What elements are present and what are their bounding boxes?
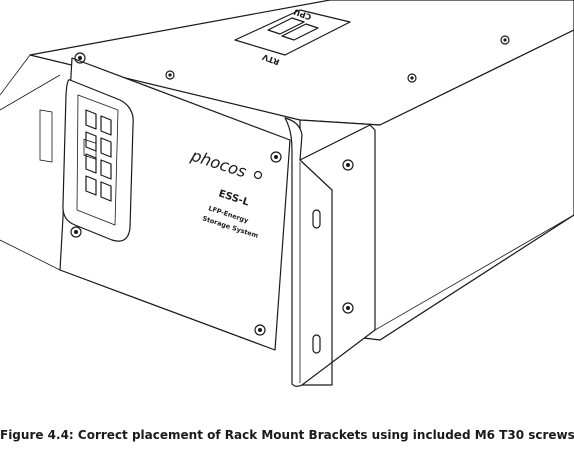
brand-logo-dot [253,170,263,180]
top-surface-screws [165,35,510,83]
front-panel-screws [70,52,282,336]
handle-grill-slots [85,109,112,202]
chassis-top-edge [0,54,31,96]
bracket-slots [312,209,321,354]
rack-mount-diagram: phocos ESS-L LFP-Energy Storage System C… [0,0,574,387]
bracket-screws [342,159,354,314]
figure-caption: Figure 4.4: Correct placement of Rack Mo… [0,428,574,442]
front-panel-left-edge [0,74,61,271]
left-device-edge [39,109,53,163]
front-handle [62,79,134,242]
chassis-bottom-edge [374,214,574,331]
rack-mount-bracket [284,117,376,387]
